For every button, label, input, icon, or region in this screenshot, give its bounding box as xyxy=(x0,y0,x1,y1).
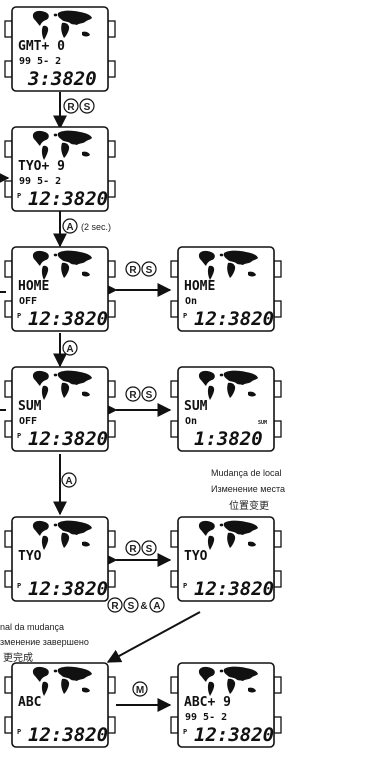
lcd-line-1: TYO+ 9 xyxy=(18,159,65,174)
watch-frame xyxy=(11,246,109,332)
watch-frame xyxy=(177,246,275,332)
watch-2: TYO+ 9 99 5- 2 P 12:3820 xyxy=(4,126,116,212)
watch-6: SUM On SUM 1:3820 xyxy=(170,366,282,452)
btn-s-2: S xyxy=(146,265,153,276)
watch-frame xyxy=(11,126,109,212)
lcd-pm-marker: P xyxy=(17,312,21,320)
watch-8: TYO P 12:3820 xyxy=(170,516,282,602)
label-change-zh: 位置变更 xyxy=(229,499,269,512)
button-labels xyxy=(61,98,165,697)
arrow-8-9 xyxy=(106,611,201,663)
watch-frame xyxy=(11,662,109,748)
lcd-time: 12:3820 xyxy=(194,578,274,600)
lcd-line-1: HOME xyxy=(18,279,49,294)
lcd-line-1: ABC xyxy=(18,695,41,710)
lcd-time: 12:3820 xyxy=(28,428,108,450)
lcd-line-2: 99 5- 2 xyxy=(19,176,61,187)
lcd-time: 12:3820 xyxy=(28,308,108,330)
btn-amp: & xyxy=(140,601,147,612)
lcd-line-1: ABC+ 9 xyxy=(184,695,231,710)
watch-frame xyxy=(177,662,275,748)
btn-s-3: S xyxy=(146,390,153,401)
btn-s-1: S xyxy=(84,102,91,113)
lcd-time: 12:3820 xyxy=(194,724,274,746)
watch-5: SUM OFF P 12:3820 xyxy=(4,366,116,452)
watch-9: ABC P 12:3820 xyxy=(4,662,116,748)
label-end-pt: nal da mudança xyxy=(0,622,64,632)
btn-s-4: S xyxy=(146,544,153,555)
lcd-line-2: On xyxy=(185,416,197,427)
btn-a-1: A xyxy=(66,222,73,233)
watch-frame xyxy=(11,6,109,92)
lcd-line-1: SUM xyxy=(18,399,42,414)
flow-arrows xyxy=(0,92,201,712)
lcd-pm-marker: P xyxy=(17,582,21,590)
btn-a-3: A xyxy=(65,476,72,487)
watch-frame xyxy=(11,366,109,452)
lcd-line-1: HOME xyxy=(184,279,215,294)
watch-3: HOME OFF P 12:3820 xyxy=(4,246,116,332)
lcd-pm-marker: P xyxy=(183,728,187,736)
lcd-time: 12:3820 xyxy=(28,724,108,746)
btn-r-1: R xyxy=(67,102,75,113)
watch-frame xyxy=(177,516,275,602)
lcd-pm-marker: P xyxy=(183,312,187,320)
lcd-time: 3:3820 xyxy=(27,68,97,90)
lcd-line-1: TYO xyxy=(18,549,42,564)
lcd-sum-indicator: SUM xyxy=(258,420,267,426)
label-end-zh: 更完成 xyxy=(3,651,33,664)
watch-frame xyxy=(11,516,109,602)
label-change-pt: Mudança de local xyxy=(211,468,282,478)
btn-s-5: S xyxy=(128,601,135,612)
btn-a-4: A xyxy=(153,601,160,612)
lcd-line-2: 99 5- 2 xyxy=(185,712,227,723)
lcd-pm-marker: P xyxy=(17,192,21,200)
lcd-time: 12:3820 xyxy=(28,578,108,600)
lcd-line-2: OFF xyxy=(19,416,37,427)
watch-1: GMT+ 0 99 5- 23:3820 xyxy=(4,6,116,92)
lcd-line-2: 99 5- 2 xyxy=(19,56,61,67)
lcd-time: 12:3820 xyxy=(194,308,274,330)
label-end-ru: зменение завершено xyxy=(0,637,89,647)
lcd-line-1: SUM xyxy=(184,399,208,414)
lcd-line-1: TYO xyxy=(184,549,208,564)
btn-r-2: R xyxy=(129,265,137,276)
btn-r-5: R xyxy=(111,601,119,612)
btn-m-1: M xyxy=(136,685,144,696)
label-two-sec: (2 sec.) xyxy=(81,222,111,232)
watch-frame xyxy=(177,366,275,452)
btn-r-3: R xyxy=(129,390,137,401)
watch-10: ABC+ 9 99 5- 2 P 12:3820 xyxy=(170,662,282,748)
lcd-line-2: OFF xyxy=(19,296,37,307)
watch-4: HOME OnP 12:3820 xyxy=(170,246,282,332)
lcd-line-2: On xyxy=(185,296,197,307)
watch-7: TYO P 12:3820 xyxy=(4,516,116,602)
lcd-time: 12:3820 xyxy=(28,188,108,210)
lcd-time: 1:3820 xyxy=(194,428,263,450)
lcd-pm-marker: P xyxy=(17,432,21,440)
lcd-pm-marker: P xyxy=(17,728,21,736)
label-change-ru: Изменение места xyxy=(211,484,285,494)
btn-r-4: R xyxy=(129,544,137,555)
lcd-line-1: GMT+ 0 xyxy=(18,39,65,54)
lcd-pm-marker: P xyxy=(183,582,187,590)
btn-a-2: A xyxy=(66,344,73,355)
